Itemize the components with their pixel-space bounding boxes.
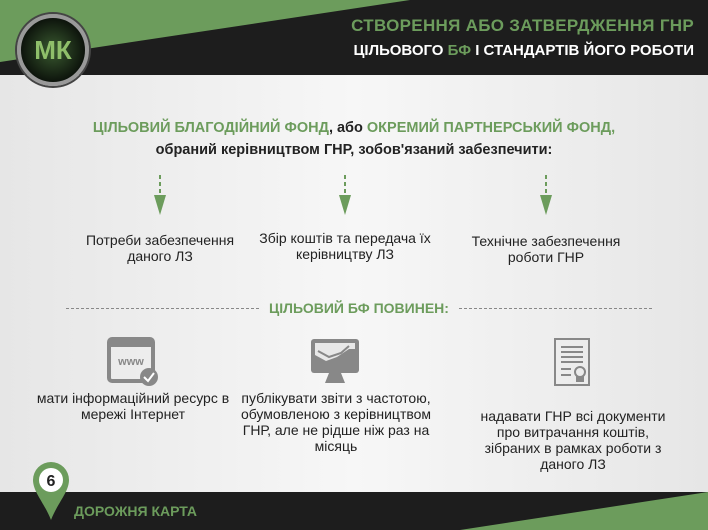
lead-highlight: ЦІЛЬОВИЙ БЛАГОДІЙНИЙ ФОНД bbox=[92, 120, 329, 136]
lead-text: , або bbox=[328, 120, 367, 136]
title-highlight: БФ bbox=[447, 42, 472, 59]
separator-label: ЦІЛЬОВИЙ БФ ПОВИНЕН: bbox=[269, 300, 449, 316]
duty-text: надавати ГНР всі документи про витрачанн… bbox=[480, 408, 666, 472]
lead-line1: ЦІЛЬОВИЙ БЛАГОДІЙНИЙ ФОНД, або ОКРЕМИЙ П… bbox=[0, 120, 708, 136]
arrow-down-icon bbox=[154, 175, 166, 215]
header-green-wedge bbox=[0, 0, 410, 62]
title-part: І СТАНДАРТІВ ЙОГО РОБОТИ bbox=[471, 42, 694, 59]
column-text: Технічне забезпечення роботи ГНР bbox=[471, 233, 621, 265]
lead-text: , bbox=[611, 120, 616, 136]
certificate-document-icon bbox=[554, 338, 590, 386]
lead-highlight: ОКРЕМИЙ ПАРТНЕРСЬКИЙ ФОНД bbox=[366, 120, 612, 136]
footer-green-wedge bbox=[460, 492, 708, 530]
footer-band: ДОРОЖНЯ КАРТА bbox=[0, 492, 708, 530]
header-band: СТВОРЕННЯ АБО ЗАТВЕРДЖЕННЯ ГНР ЦІЛЬОВОГО… bbox=[0, 0, 708, 75]
step-number: 6 bbox=[47, 473, 56, 490]
title-line2: ЦІЛЬОВОГО БФ І СТАНДАРТІВ ЙОГО РОБОТИ bbox=[353, 42, 694, 59]
footer-title: ДОРОЖНЯ КАРТА bbox=[74, 503, 198, 519]
lead-line2: обраний керівництвом ГНР, зобов'язаний з… bbox=[155, 142, 553, 158]
svg-text:www: www bbox=[117, 356, 144, 368]
duty-text: публікувати звіти з частотою, обумовлено… bbox=[240, 390, 432, 454]
duty-text: мати інформаційний ресурс в мережі Інтер… bbox=[36, 390, 230, 422]
logo: МК bbox=[17, 14, 89, 86]
arrow-down-icon bbox=[540, 175, 552, 215]
monitor-chart-icon bbox=[311, 339, 359, 383]
map-pin-icon: 6 bbox=[33, 462, 69, 520]
arrow-down-icon bbox=[339, 175, 351, 215]
column-text: Збір коштів та передача їх керівництву Л… bbox=[259, 230, 431, 262]
website-check-icon: www bbox=[107, 337, 158, 386]
title-part: ЦІЛЬОВОГО bbox=[353, 42, 448, 59]
title-line1: СТВОРЕННЯ АБО ЗАТВЕРДЖЕННЯ ГНР bbox=[351, 16, 694, 35]
section-separator: ЦІЛЬОВИЙ БФ ПОВИНЕН: bbox=[66, 300, 652, 316]
column-text: Потреби забезпечення даного ЛЗ bbox=[85, 232, 235, 264]
